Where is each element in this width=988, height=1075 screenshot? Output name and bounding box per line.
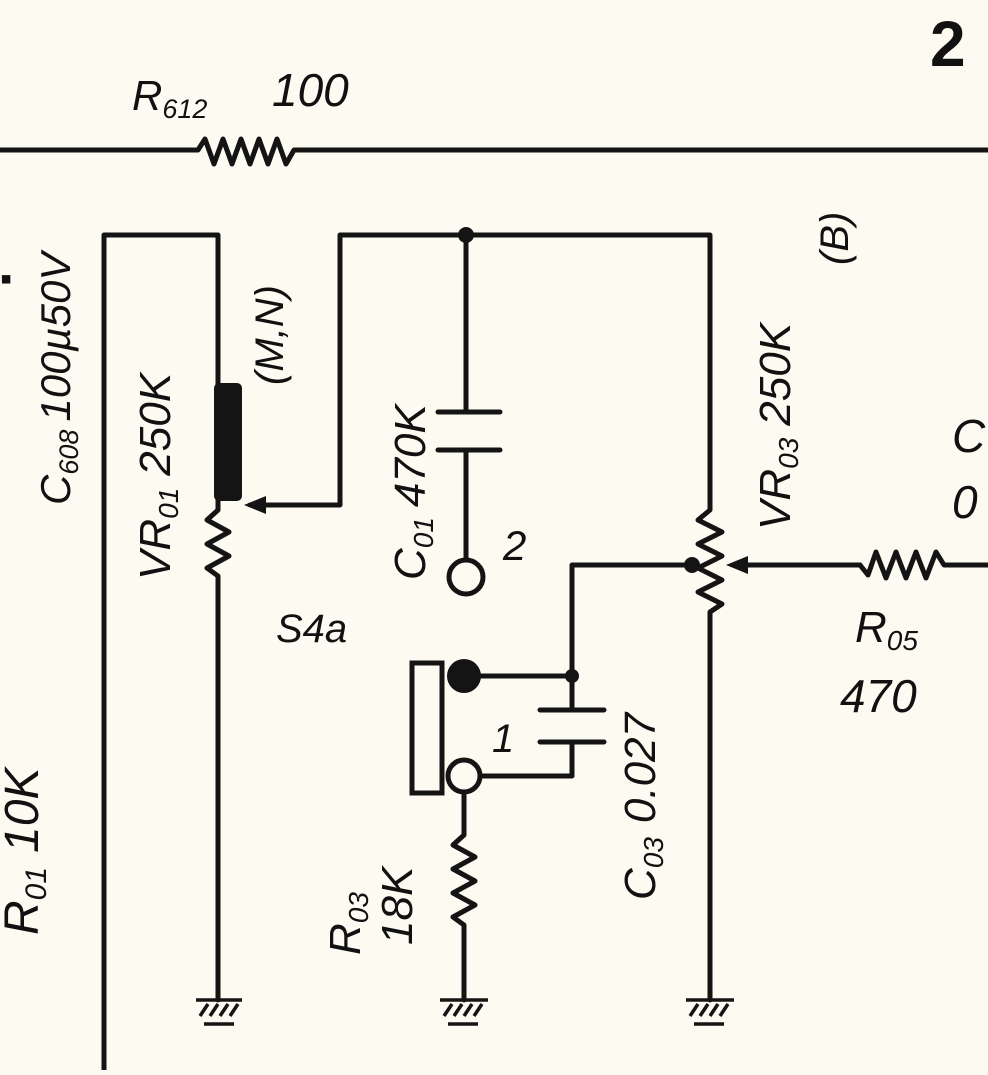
r612-label: R612 xyxy=(132,72,207,124)
switch-body xyxy=(409,660,445,796)
c03-subscript: 03 xyxy=(638,837,669,869)
ground-symbol-vr03 xyxy=(686,998,734,1026)
vr01-potentiometer xyxy=(204,497,232,1003)
svg-text:(M,N): (M,N) xyxy=(248,285,292,385)
left-vertical-wire xyxy=(101,232,221,1073)
svg-text:VR01250K: VR01250K xyxy=(131,371,184,580)
r03-subscript: 03 xyxy=(343,892,374,924)
vr03-subscript: 03 xyxy=(773,437,804,469)
left-edge-fragment: ▪ xyxy=(0,260,12,298)
r03-value-group: 18K xyxy=(373,865,422,945)
right-edge-fragment-0: 0 xyxy=(952,476,978,528)
vr03-label: VR03250K xyxy=(751,321,804,530)
r03-label: R03 xyxy=(321,892,374,955)
vr01-note: (M,N) xyxy=(248,285,292,385)
c03-capacitor xyxy=(537,707,607,745)
svg-text:R0110K: R0110K xyxy=(0,766,53,935)
c608-subscript: 608 xyxy=(54,430,84,475)
c608-value: 100µ50V xyxy=(32,249,79,422)
r03-value: 18K xyxy=(373,865,422,945)
svg-text:C030.027: C030.027 xyxy=(616,711,669,900)
r612-subscript: 612 xyxy=(162,94,207,124)
switch-contact-1-label: 1 xyxy=(492,717,514,761)
switch-label: S4a xyxy=(276,607,347,651)
switch-wiring xyxy=(461,673,575,779)
c03-feed-wire xyxy=(569,562,695,679)
r05-label: R05 xyxy=(855,603,918,656)
svg-text:(B): (B) xyxy=(813,212,857,265)
r05-resistor xyxy=(857,549,988,581)
vr01-value: 250K xyxy=(131,371,180,476)
ground-symbol-r03 xyxy=(440,998,488,1026)
c03-label: C030.027 xyxy=(616,711,669,900)
svg-text:R03: R03 xyxy=(321,892,374,955)
page-number: 2 xyxy=(930,8,966,80)
r612-value: 100 xyxy=(272,64,349,116)
switch-contact-2 xyxy=(446,557,486,597)
r01-subscript: 01 xyxy=(20,867,53,900)
r05-value: 470 xyxy=(840,670,917,722)
svg-text:C01470K: C01470K xyxy=(386,403,439,580)
switch-contact-2-label: 2 xyxy=(502,522,526,569)
vr03-potentiometer xyxy=(695,497,725,1003)
r01-label: R0110K xyxy=(0,766,53,935)
c01-label: C01470K xyxy=(386,403,439,580)
r01-value: 10K xyxy=(0,766,49,853)
vr01-label: VR01250K xyxy=(131,371,184,580)
c01-subscript: 01 xyxy=(408,517,439,548)
vr01-wiper-wire xyxy=(247,232,713,508)
vr01-subscript: 01 xyxy=(153,488,184,519)
c03-value: 0.027 xyxy=(616,711,665,823)
ground-symbol-vr01 xyxy=(196,998,242,1026)
vr01-shaft xyxy=(214,383,242,501)
vr01-wiper-arrow xyxy=(244,496,266,514)
vr03-wiper-arrow xyxy=(726,556,748,574)
c01-capacitor xyxy=(435,232,503,563)
c01-value: 470K xyxy=(386,403,435,507)
svg-text:C608100µ50V: C608100µ50V xyxy=(32,249,84,505)
r03-resistor xyxy=(450,789,478,1003)
svg-text:VR03250K: VR03250K xyxy=(751,321,804,530)
right-edge-fragment-c: C xyxy=(952,410,986,462)
vr03-note: (B) xyxy=(813,212,857,265)
switch-contact-1 xyxy=(445,757,483,795)
vr03-value: 250K xyxy=(751,321,800,426)
r612-resistor xyxy=(177,136,315,167)
r05-subscript: 05 xyxy=(887,625,919,656)
c608-label: C608100µ50V xyxy=(32,249,84,505)
